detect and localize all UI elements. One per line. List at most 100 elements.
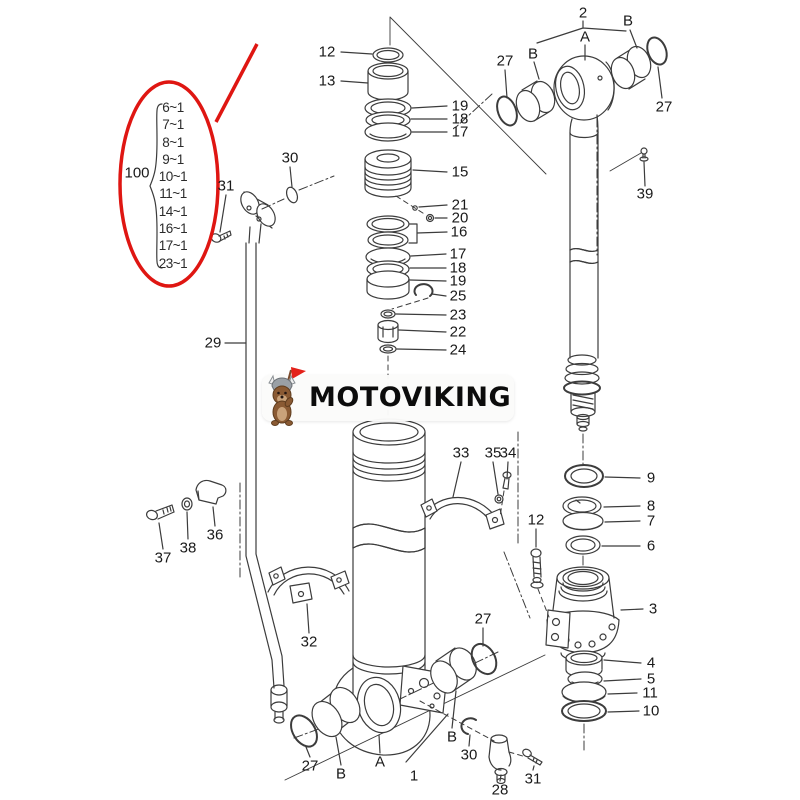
callout-item: 14~1: [158, 203, 188, 219]
part-label-B: B: [622, 12, 634, 30]
part-label-38: 38: [179, 539, 197, 557]
callout-item: 23~1: [158, 255, 188, 271]
callout-item: 7~1: [162, 117, 184, 133]
part-7-seal: [562, 511, 604, 531]
part-label-7: 7: [646, 512, 656, 530]
part-label-13: 13: [318, 72, 336, 90]
part-label-39: 39: [636, 185, 654, 203]
part-3-cylinder-head-gland: [545, 566, 620, 662]
bottom-bushing-left: [311, 686, 361, 738]
part-label-17: 17: [449, 245, 467, 263]
part-label-21: 21: [451, 196, 469, 214]
highlight-ellipse: [118, 80, 220, 288]
part-38-washer: [181, 497, 193, 511]
watermark-banner: MOTOVIKING: [262, 367, 514, 426]
mascot-viking-dog-icon: [268, 367, 306, 426]
callout-item: 6~1: [162, 100, 184, 115]
part-label-6: 6: [646, 537, 656, 555]
part-label-30: 30: [460, 746, 478, 764]
part-label-20: 20: [451, 209, 469, 227]
part-label-15: 15: [451, 163, 469, 181]
part-37-bolt: [146, 504, 175, 521]
bottom-eye-bore: [356, 676, 402, 734]
watermark-brand-text: MOTOVIKING: [309, 382, 512, 413]
bottom-bushing-right: [430, 647, 477, 694]
part-label-27: 27: [655, 98, 673, 116]
part-label-B: B: [446, 728, 458, 746]
part-label-27: 27: [496, 52, 514, 70]
part-label-A: A: [579, 28, 591, 46]
rod-bushing-right: [610, 45, 652, 90]
part-35-washer: [494, 494, 504, 504]
part-29-pipe: [245, 242, 288, 724]
part-33-clamp-band: [420, 496, 505, 530]
callout-item: 9~1: [162, 151, 184, 167]
part-22-nut: [377, 319, 399, 344]
part-label-32: 32: [300, 633, 318, 651]
part-label-10: 10: [642, 702, 660, 720]
rod-bushing-left: [515, 80, 556, 123]
part-label-28: 28: [491, 781, 509, 799]
part-label-27: 27: [474, 610, 492, 628]
part-11-wiper: [561, 681, 607, 703]
clamp-bolt-axis: [499, 490, 505, 518]
part-label-3: 3: [648, 600, 658, 618]
part-label-B: B: [527, 45, 539, 63]
part-17-ring: [364, 122, 412, 142]
part-label-12: 12: [318, 43, 336, 61]
highlight-arrow-shaft: [214, 43, 259, 123]
part-label-35: 35: [484, 444, 502, 462]
pipe-end-fitting: [240, 191, 276, 244]
part-label-17: 17: [451, 123, 469, 141]
part-label-25: 25: [449, 287, 467, 305]
callout-item: 10~1: [158, 169, 188, 185]
part-label-24: 24: [449, 341, 467, 359]
part-label-8: 8: [646, 497, 656, 515]
part-label-33: 33: [452, 444, 470, 462]
part-15-piston: [364, 149, 412, 198]
part-10-seal: [561, 700, 607, 751]
part-label-36: 36: [206, 526, 224, 544]
part-39-grease-fitting: [609, 147, 649, 172]
part-label-23: 23: [449, 306, 467, 324]
callout-item: 17~1: [158, 238, 188, 254]
rod-snap-ring-right: [646, 36, 668, 66]
part-label-12: 12: [527, 511, 545, 529]
part-label-27: 27: [301, 757, 319, 775]
callout-group-label: 100: [124, 164, 150, 182]
part-label-37: 37: [154, 549, 172, 567]
callout-item: 16~1: [158, 221, 188, 237]
rod-snap-ring-left: [496, 95, 518, 127]
part-13-bushing: [367, 62, 409, 101]
part-12-snap-ring: [372, 47, 404, 63]
part-25-c-clip: [413, 283, 434, 297]
callout-item: 8~1: [162, 134, 184, 150]
part-16-piston-rings: [366, 215, 410, 249]
part-30-c-clip-bottom: [460, 717, 477, 735]
screw-axis-line: [395, 195, 427, 216]
part-23-washer: [380, 309, 396, 319]
part-label-B: B: [335, 765, 347, 783]
part-12-bolt-right: [530, 548, 550, 618]
part-label-19: 19: [449, 272, 467, 290]
bottom-fitting-axis: [419, 700, 527, 758]
part-label-31: 31: [524, 770, 542, 788]
part-label-A: A: [374, 753, 386, 771]
part-24-washer: [379, 344, 397, 354]
part-label-2: 2: [578, 4, 588, 22]
bottom-snap-ring-right: [470, 642, 498, 676]
part-label-5: 5: [646, 670, 656, 688]
part-20-set-screw: [425, 213, 435, 223]
clip-axis-line: [391, 297, 429, 310]
part-label-18: 18: [449, 259, 467, 277]
part-label-34: 34: [499, 444, 517, 462]
bottom-snap-ring-left: [290, 714, 318, 748]
part-30-o-ring: [285, 186, 299, 204]
part-label-1: 1: [409, 767, 419, 785]
part-label-18: 18: [451, 110, 469, 128]
part-label-30: 30: [281, 149, 299, 167]
